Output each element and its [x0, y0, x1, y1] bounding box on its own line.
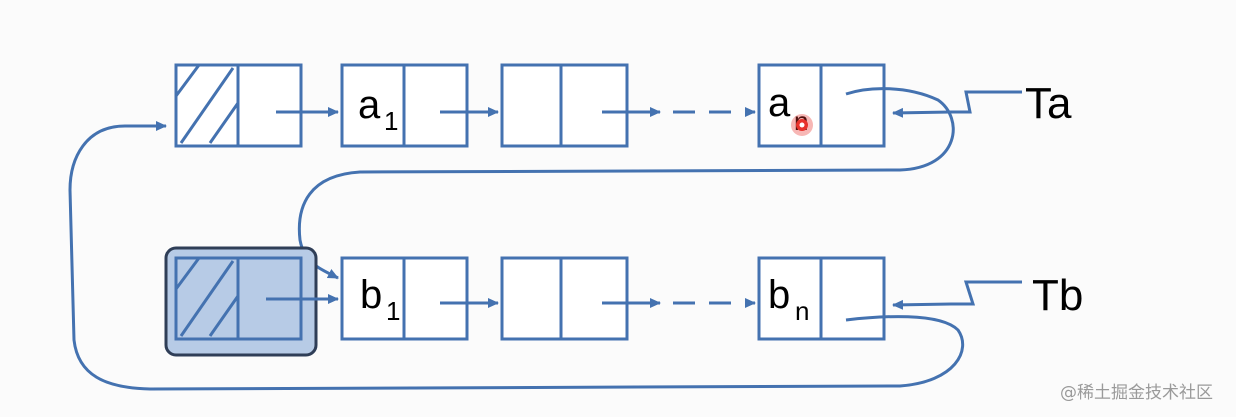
arrow-bn-to-a-head	[68, 121, 965, 391]
list-a-node-an: a n	[757, 63, 886, 148]
list-a-node-middle	[500, 63, 629, 148]
watermark: @稀土掘金技术社区	[1060, 383, 1213, 403]
node-b1-subscript: 1	[386, 296, 400, 326]
list-b-node-middle	[500, 256, 629, 341]
arrow-ta-to-an	[892, 90, 1022, 118]
arrow-an-to-b1	[297, 87, 955, 280]
tb-label: Tb	[1032, 271, 1083, 320]
list-b-node-bn: b n	[757, 256, 886, 341]
list-a-node-a1: a 1	[340, 63, 469, 148]
list-b-node-b1: b 1	[340, 256, 469, 341]
node-a1-subscript: 1	[384, 106, 398, 136]
list-a-head-node	[174, 63, 303, 148]
node-bn-subscript: n	[795, 296, 809, 326]
node-b1-label: b	[360, 273, 382, 317]
cursor-dot	[791, 114, 813, 136]
list-b-head-highlight	[164, 246, 318, 357]
ta-label: Ta	[1025, 79, 1072, 128]
arrow-tb-to-bn	[892, 280, 1022, 310]
node-an-label: a	[768, 81, 791, 125]
node-bn-label: b	[768, 273, 790, 317]
node-a1-label: a	[358, 83, 381, 127]
